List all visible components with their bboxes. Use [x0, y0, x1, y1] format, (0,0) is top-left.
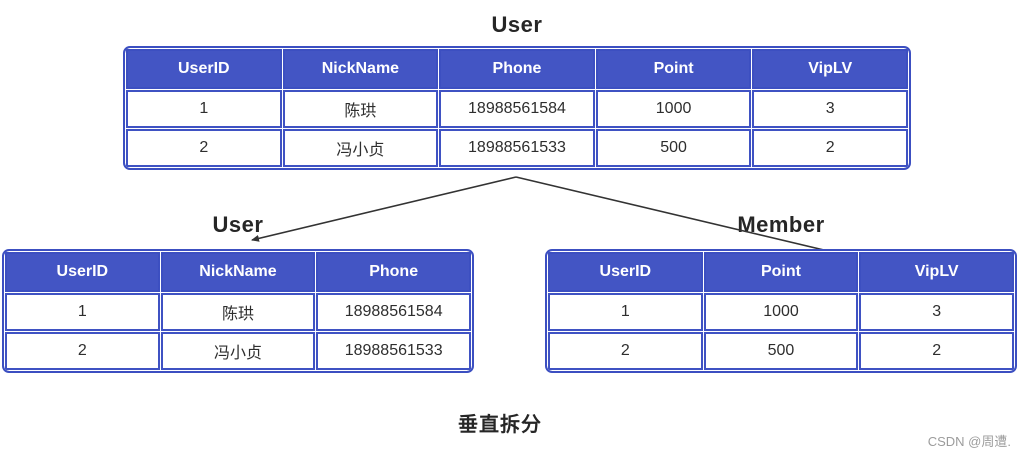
table-row: 1 陈珙 18988561584 1000 3: [126, 90, 908, 128]
data-cell: 陈珙: [160, 293, 316, 331]
data-cell: 陈珙: [282, 90, 439, 128]
data-cell: 3: [859, 293, 1014, 331]
table-row: 1 1000 3: [548, 293, 1014, 331]
header-cell: UserID: [5, 252, 160, 292]
data-cell: 2: [126, 129, 282, 167]
table-header-row: UserID NickName Phone Point VipLV: [126, 49, 908, 89]
data-cell: 3: [752, 90, 908, 128]
table-header-row: UserID NickName Phone: [5, 252, 471, 292]
data-cell: 2: [752, 129, 908, 167]
data-cell: 2: [548, 332, 703, 370]
right-table-title: Member: [737, 212, 825, 237]
data-cell: 1: [5, 293, 160, 331]
data-cell: 2: [859, 332, 1014, 370]
header-cell: Phone: [316, 252, 471, 292]
header-cell: UserID: [126, 49, 282, 89]
data-cell: 500: [703, 332, 859, 370]
data-cell: 冯小贞: [282, 129, 439, 167]
header-cell: Point: [703, 252, 859, 292]
header-cell: VipLV: [752, 49, 908, 89]
header-cell: VipLV: [859, 252, 1014, 292]
data-cell: 1000: [595, 90, 752, 128]
table-row: 2 冯小贞 18988561533: [5, 332, 471, 370]
member-split-table: UserID Point VipLV 1 1000 3 2 500 2: [545, 249, 1017, 373]
user-split-table: UserID NickName Phone 1 陈珙 18988561584 2…: [2, 249, 474, 373]
data-cell: 500: [595, 129, 752, 167]
table-row: 1 陈珙 18988561584: [5, 293, 471, 331]
data-cell: 1000: [703, 293, 859, 331]
data-cell: 18988561584: [316, 293, 471, 331]
data-cell: 18988561584: [439, 90, 595, 128]
user-source-table: UserID NickName Phone Point VipLV 1 陈珙 1…: [123, 46, 911, 170]
header-cell: Point: [595, 49, 752, 89]
data-cell: 1: [548, 293, 703, 331]
table-row: 2 冯小贞 18988561533 500 2: [126, 129, 908, 167]
left-table-title: User: [212, 212, 264, 237]
data-cell: 18988561533: [316, 332, 471, 370]
header-cell: UserID: [548, 252, 703, 292]
data-cell: 1: [126, 90, 282, 128]
csdn-watermark: CSDN @周遭.: [927, 434, 1011, 449]
data-cell: 冯小贞: [160, 332, 316, 370]
table-header-row: UserID Point VipLV: [548, 252, 1014, 292]
header-cell: NickName: [282, 49, 439, 89]
top-table-title: User: [491, 12, 543, 37]
data-cell: 18988561533: [439, 129, 595, 167]
caption-vertical-split: 垂直拆分: [458, 414, 542, 436]
header-cell: NickName: [160, 252, 316, 292]
data-cell: 2: [5, 332, 160, 370]
header-cell: Phone: [439, 49, 595, 89]
table-row: 2 500 2: [548, 332, 1014, 370]
